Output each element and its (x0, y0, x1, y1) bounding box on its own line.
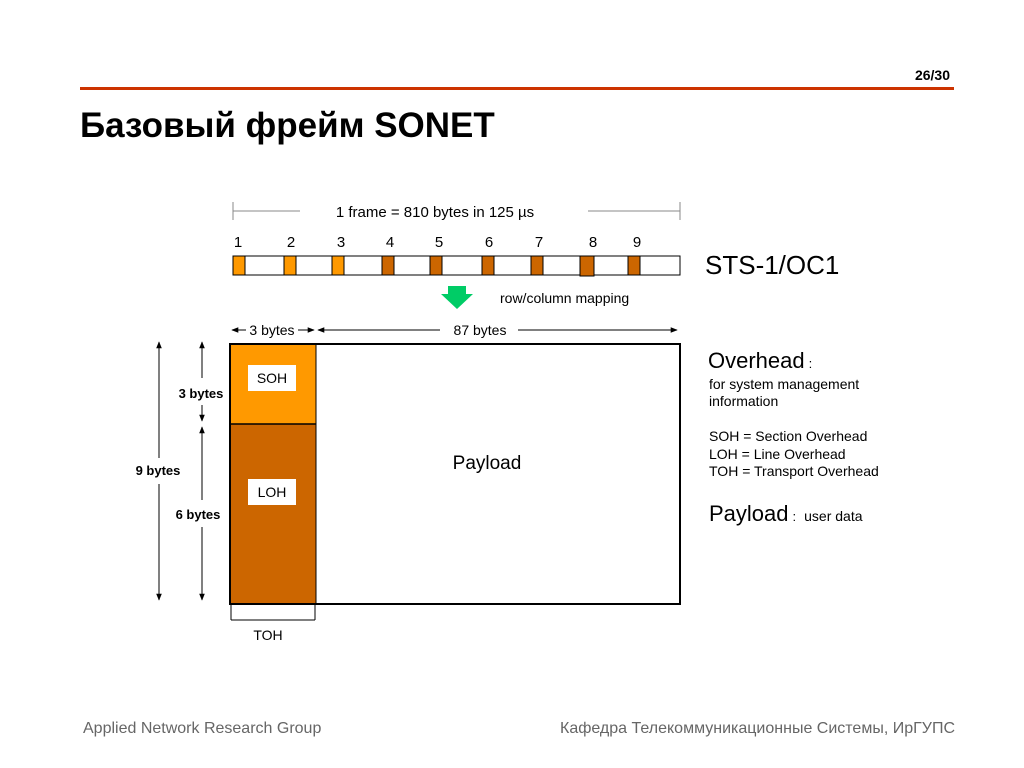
toh-label: TOH (253, 627, 282, 643)
row-number: 2 (287, 234, 295, 251)
soh-definition: SOH = Section Overhead (709, 428, 867, 444)
row-marker (232, 255, 246, 276)
loh-definition: LOH = Line Overhead (709, 446, 846, 462)
row-number: 5 (435, 234, 443, 251)
toh-bracket: TOH (230, 604, 316, 643)
slide-number: 26/30 (914, 67, 950, 83)
width-3-label: 3 bytes (249, 322, 294, 338)
row-marker (530, 255, 544, 276)
row-number: 8 (589, 234, 597, 251)
height-9-label: 9 bytes (136, 463, 181, 478)
row-number: 4 (386, 234, 394, 251)
legend: Overhead: for system management informat… (708, 348, 879, 526)
mapping-label: row/column mapping (500, 290, 629, 306)
footer-group-name: Applied Network Research Group (83, 720, 322, 737)
loh-block (230, 424, 316, 604)
row-number: 3 (337, 234, 345, 251)
row-marker (429, 255, 443, 276)
payload-label: Payload (453, 453, 522, 474)
row-marker (331, 255, 345, 276)
loh-label-box (248, 479, 296, 505)
row-number: 7 (535, 234, 543, 251)
overhead-desc-2: information (709, 393, 778, 409)
payload-area (229, 343, 681, 605)
row-number: 1 (234, 234, 242, 251)
row-marker (381, 255, 395, 276)
row-marker (481, 255, 495, 276)
toh-definition: TOH = Transport Overhead (709, 463, 879, 479)
row-marker (579, 255, 595, 277)
frame-matrix: SOH LOH Payload (229, 343, 681, 605)
height-dimensions: 9 bytes 3 bytes 6 bytes (136, 341, 224, 601)
loh-label: LOH (258, 484, 287, 500)
overhead-desc-1: for system management (709, 376, 859, 392)
frame-caption: 1 frame = 810 bytes in 125 µs (336, 204, 534, 221)
payload-title: Payload:user data (709, 501, 863, 526)
height-3-label: 3 bytes (179, 386, 224, 401)
row-number: 9 (633, 234, 641, 251)
frame-span: 1 frame = 810 bytes in 125 µs (232, 202, 681, 221)
row-number: 6 (485, 234, 493, 251)
slide-title: Базовый фрейм SONET (80, 106, 495, 145)
row-marker (627, 255, 641, 276)
soh-label: SOH (257, 370, 287, 386)
height-6-label: 6 bytes (176, 507, 221, 522)
overhead-title: Overhead: (708, 348, 812, 373)
mapping-arrow-icon (441, 286, 473, 309)
row-numbers: 1 2 3 4 5 6 7 8 9 (234, 234, 641, 251)
soh-label-box (248, 365, 296, 391)
footer-department: Кафедра Телекоммуникационные Системы, Ир… (560, 720, 955, 737)
width-87-label: 87 bytes (454, 322, 507, 338)
row-marker (283, 255, 297, 276)
header-rule (80, 87, 954, 90)
serial-frame-bar (232, 255, 681, 277)
width-dimensions: 3 bytes 87 bytes (231, 322, 678, 338)
sts-label: STS-1/OC1 (705, 250, 839, 280)
